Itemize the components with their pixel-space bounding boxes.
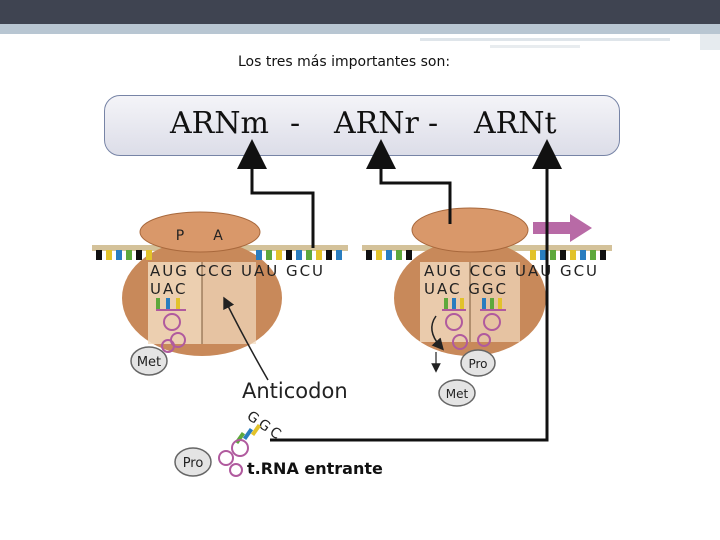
incoming-trna-label: t.RNA entrante xyxy=(247,459,383,478)
slide-heading: Los tres más importantes son: xyxy=(238,54,451,70)
rna-type-rrna: ARNr xyxy=(334,106,419,141)
trna-anticodon-left: UAC xyxy=(150,280,187,298)
amino-acid-met xyxy=(130,346,168,376)
separator: - xyxy=(428,106,439,141)
left-ribosome: Met P A AUG CCG UAU GCU UAC xyxy=(92,211,348,376)
slide-accent-stripe xyxy=(0,24,720,34)
peptide-transfer-arrow xyxy=(431,315,444,351)
mrna-nucleotides xyxy=(96,250,342,260)
trna-p-site xyxy=(156,298,186,353)
trna-a-site xyxy=(477,298,506,347)
trna-anticodons-right: UAC GGC xyxy=(424,280,508,298)
amino-acid-pro-label: Pro xyxy=(183,456,204,471)
connector-arnt xyxy=(270,139,562,442)
amino-acid-pro-label: Pro xyxy=(468,357,487,371)
decorative-block xyxy=(700,34,720,50)
connector-lines xyxy=(237,139,562,442)
ribosome-large-subunit xyxy=(411,207,529,253)
mrna-nucleotides xyxy=(366,250,606,260)
decorative-rule xyxy=(490,45,580,48)
amino-acid-pro xyxy=(460,349,496,377)
anticodon-label: Anticodon xyxy=(242,379,348,403)
separator: - xyxy=(290,106,301,141)
site-a-label: A xyxy=(213,228,223,244)
amino-acid-pro xyxy=(174,447,212,477)
trna-p-site xyxy=(442,298,468,350)
connector-arnr xyxy=(366,139,452,224)
mrna-codons-right: AUG CCG UAU GCU xyxy=(424,262,599,280)
rna-type-mrna: ARNm xyxy=(170,106,269,141)
rna-type-trna: ARNt xyxy=(474,106,557,141)
site-p-label: P xyxy=(176,228,184,244)
amino-acid-met-label: Met xyxy=(137,355,161,370)
decorative-rule xyxy=(420,38,670,41)
incoming-trna: Anticodon GGC Pro t.RNA entrante xyxy=(174,296,383,478)
connector-arnm xyxy=(237,139,315,248)
slide-title-bar xyxy=(0,0,720,24)
right-ribosome: Pro Met AUG CCG UAU GCU UAC GGC xyxy=(362,207,612,407)
ribosome-large-subunit xyxy=(139,211,261,253)
translation-direction-arrow xyxy=(533,214,592,242)
amino-acid-met-label: Met xyxy=(446,387,469,401)
mrna-codons-left: AUG CCG UAU GCU xyxy=(150,262,325,280)
anticodon-pointer-arrow xyxy=(223,296,269,381)
amino-acid-met xyxy=(438,379,476,407)
